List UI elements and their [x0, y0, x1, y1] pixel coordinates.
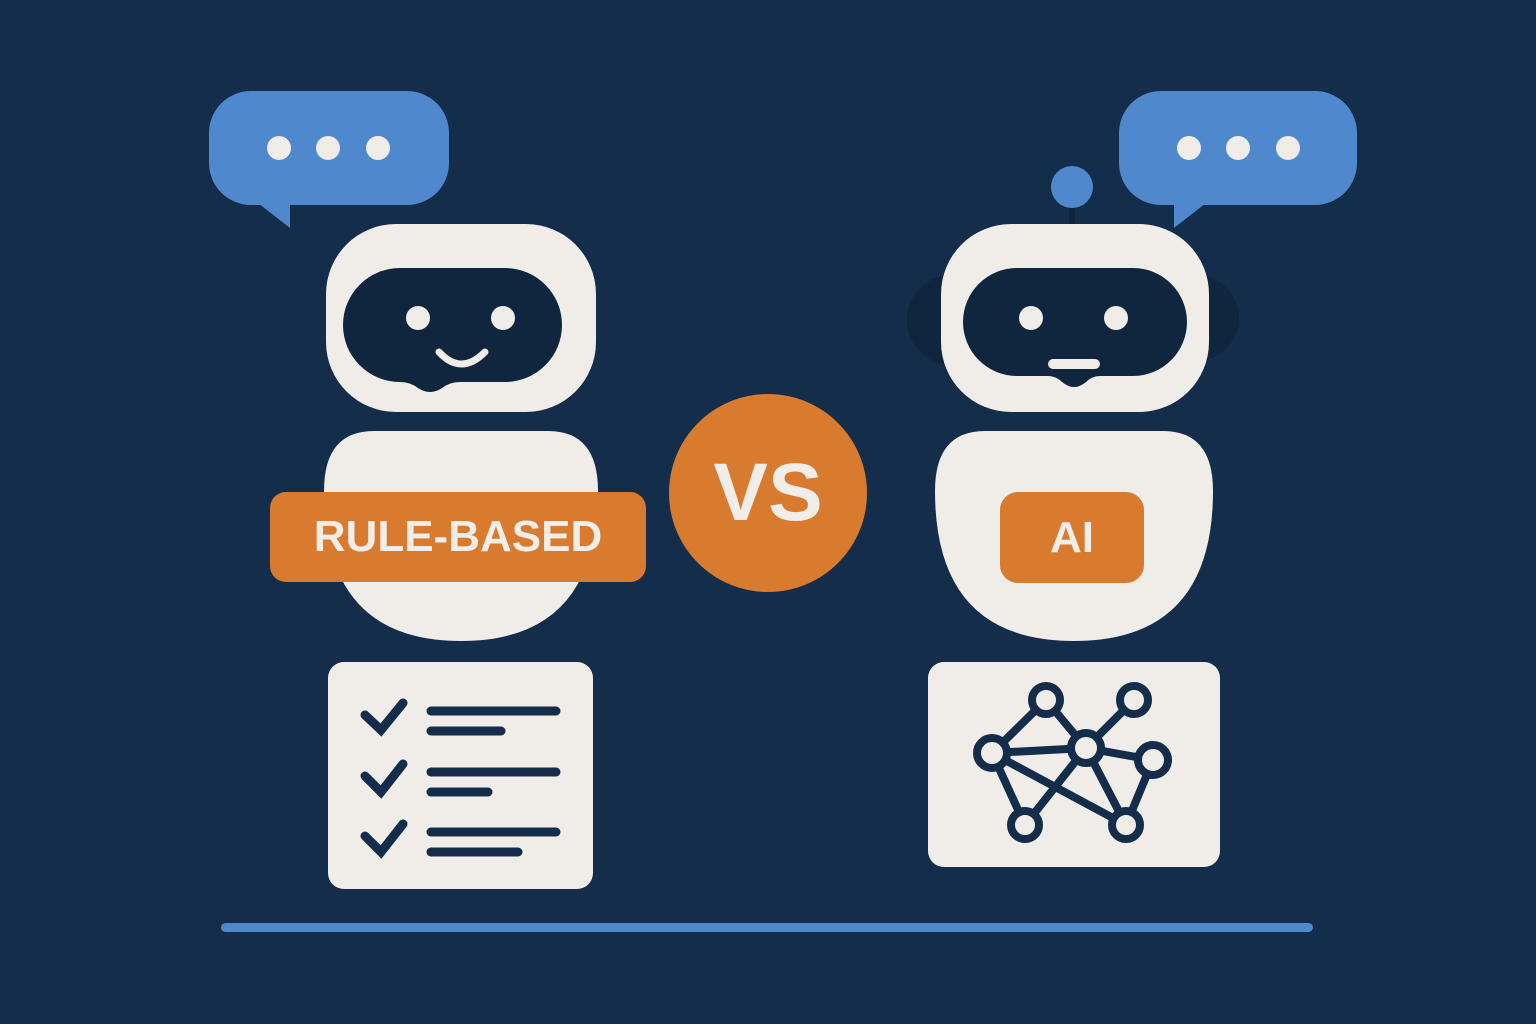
typing-dot-icon: [1226, 136, 1250, 160]
visor: [963, 268, 1187, 387]
checkmark-icon: [360, 698, 408, 737]
typing-dot-icon: [267, 136, 291, 160]
mouth-icon: [1048, 359, 1100, 369]
neural-network-panel: [928, 662, 1220, 867]
rule-based-badge: [270, 492, 646, 582]
visor: [343, 268, 562, 392]
eye-icon: [491, 306, 515, 330]
eye-icon: [1019, 306, 1043, 330]
vs-circle: [669, 394, 867, 592]
left-robot-head: [326, 224, 596, 412]
checkmark-icon: [360, 759, 408, 799]
neural-network-icon: [973, 682, 1172, 843]
eye-icon: [406, 306, 430, 330]
right-speech-bubble: [1119, 91, 1357, 228]
left-speech-bubble: [209, 91, 449, 228]
antenna-icon: [1051, 166, 1093, 208]
checklist-panel: [328, 662, 593, 889]
divider-line: [221, 923, 1313, 932]
typing-dot-icon: [316, 136, 340, 160]
checkmark-icon: [360, 819, 408, 859]
ai-label: AI: [1050, 512, 1094, 562]
vs-label: VS: [713, 447, 823, 538]
smile-icon: [435, 348, 489, 368]
rule-based-label: RULE-BASED: [313, 512, 603, 561]
typing-dot-icon: [1276, 136, 1300, 160]
ai-badge: [1000, 492, 1144, 583]
typing-dot-icon: [1177, 136, 1201, 160]
typing-dot-icon: [366, 136, 390, 160]
eye-icon: [1104, 306, 1128, 330]
right-robot-head: [941, 224, 1209, 412]
